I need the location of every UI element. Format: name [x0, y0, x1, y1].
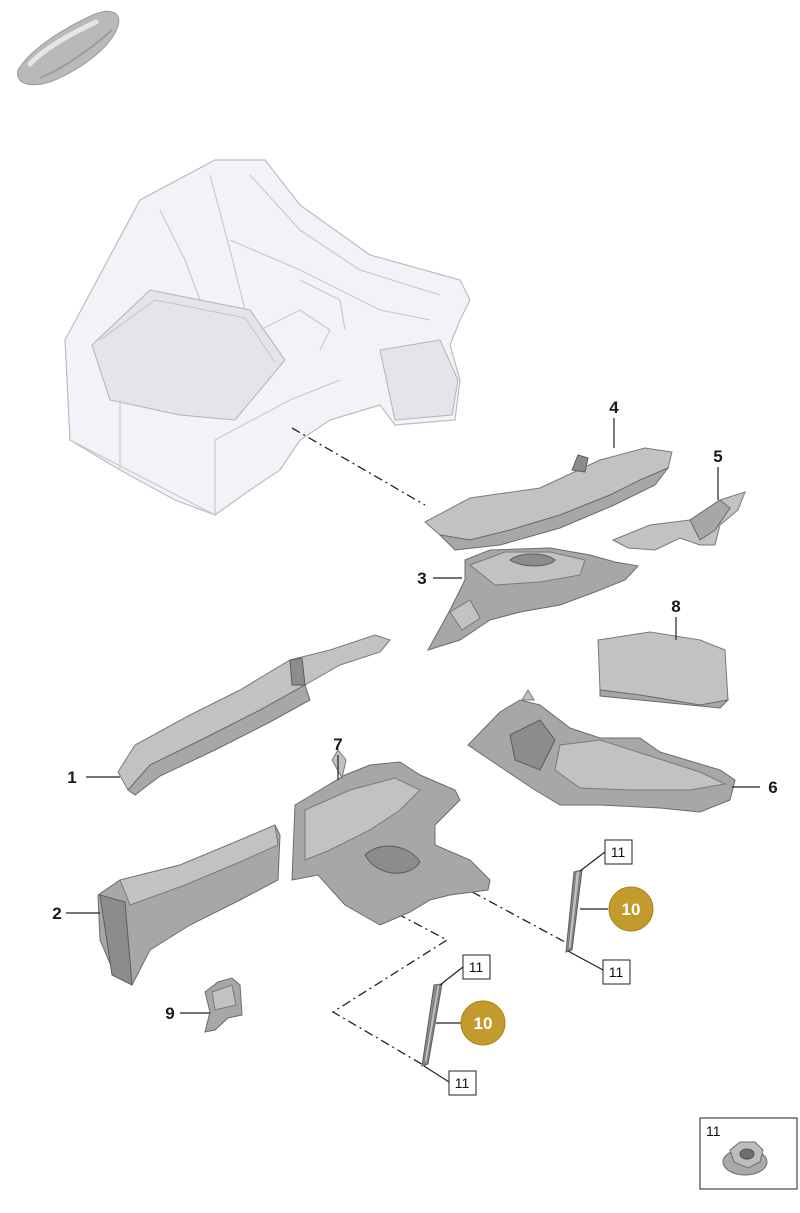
box-11-c: 11 — [462, 954, 491, 980]
part-2-longitudinal — [97, 824, 281, 986]
callout-1: 1 — [67, 768, 76, 787]
assembly-line-1 — [291, 427, 426, 506]
callout-5: 5 — [713, 447, 722, 466]
badge-10-upper: 10 — [608, 886, 654, 932]
callout-7: 7 — [333, 735, 342, 754]
part-4-upper-rail — [424, 447, 673, 551]
leader-11d — [423, 1065, 450, 1083]
box-11-a-label: 11 — [611, 844, 626, 860]
box-11-b-label: 11 — [609, 964, 624, 980]
car-silhouette-icon — [17, 10, 120, 86]
part-8-panel — [597, 631, 730, 709]
badge-10-lower-label: 10 — [474, 1014, 493, 1033]
box-11-c-label: 11 — [469, 959, 484, 975]
box-11-d: 11 — [448, 1070, 477, 1096]
part-6-frame — [467, 689, 736, 813]
part-3-strut-mount — [426, 547, 639, 651]
callout-2: 2 — [52, 904, 61, 923]
callout-8: 8 — [671, 597, 680, 616]
leader-11a — [579, 851, 606, 872]
part-5-bracket — [611, 491, 746, 551]
badge-10-lower: 10 — [460, 1000, 506, 1046]
callout-4: 4 — [609, 398, 619, 417]
box-11-d-label: 11 — [455, 1075, 470, 1091]
callout-3: 3 — [417, 569, 426, 588]
part-10-stud-lower — [421, 983, 443, 1067]
part-10-stud-upper — [565, 869, 583, 953]
part-1-side-rail — [117, 634, 391, 796]
legend-box-11: 11 — [699, 1117, 798, 1190]
legend-box-11-label: 11 — [706, 1123, 721, 1139]
callout-9: 9 — [165, 1004, 174, 1023]
box-11-a: 11 — [604, 839, 633, 865]
leader-11b — [567, 950, 604, 971]
part-7-wheel-arch — [291, 749, 491, 926]
part-9-small-bracket — [204, 977, 243, 1033]
front-body-structure — [64, 159, 471, 516]
box-11-b: 11 — [602, 959, 631, 985]
flange-nut-icon — [722, 1141, 768, 1176]
badge-10-upper-label: 10 — [622, 900, 641, 919]
leader-11c — [439, 966, 464, 986]
callout-6: 6 — [768, 778, 777, 797]
